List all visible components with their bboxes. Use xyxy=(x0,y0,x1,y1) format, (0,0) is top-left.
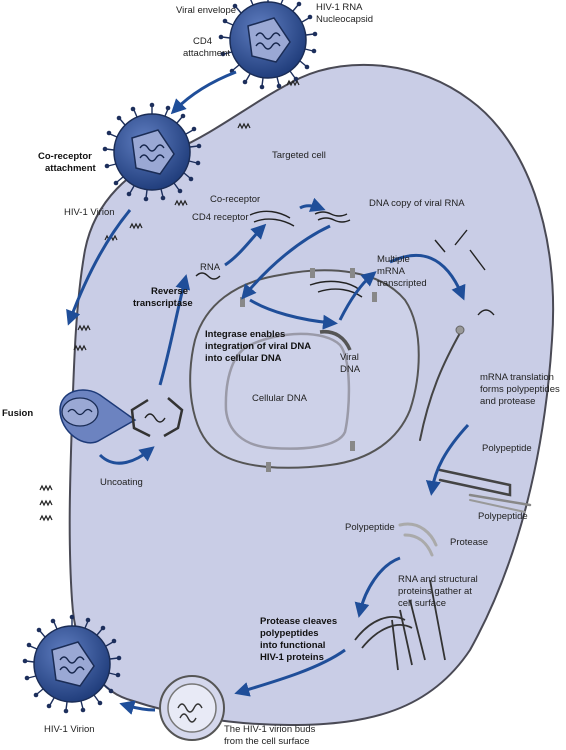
nuclear-pores xyxy=(240,268,377,472)
label-protease: Protease xyxy=(450,537,488,548)
label-buds-1: The HIV-1 virion buds xyxy=(224,724,316,735)
label-multiple-mrna-3: transcripted xyxy=(377,278,427,289)
label-coreceptor-attachment-1: Co-receptor xyxy=(38,151,92,162)
label-hiv1-virion-bottom: HIV-1 Virion xyxy=(44,724,95,735)
label-rna-structural-2: proteins gather at xyxy=(398,586,472,597)
assembly-site xyxy=(354,579,446,671)
label-viral-dna-1: Viral xyxy=(340,352,359,363)
label-rna-structural-3: cell surface xyxy=(398,598,446,609)
label-cd4-attachment-2: attachment xyxy=(183,48,230,59)
cellular-dna xyxy=(224,332,351,450)
label-protease-cleaves-2: polypeptides xyxy=(260,628,319,639)
label-cd4-attachment-1: CD4 xyxy=(193,36,212,47)
label-rna-structural-1: RNA and structural xyxy=(398,574,478,585)
label-mrna-translation-3: and protease xyxy=(480,396,535,407)
label-protease-cleaves-4: HIV-1 proteins xyxy=(260,652,324,663)
fusion-virion xyxy=(59,389,137,444)
flow-arrows xyxy=(66,70,470,715)
label-integrase-2: integration of viral DNA xyxy=(205,341,311,352)
label-mrna-translation-1: mRNA translation xyxy=(480,372,554,383)
label-integrase-1: Integrase enables xyxy=(205,329,285,340)
label-integrase-3: into cellular DNA xyxy=(205,353,282,364)
label-mrna-translation-2: forms polypeptides xyxy=(480,384,560,395)
nucleus-envelope xyxy=(189,269,420,469)
label-hiv1-virion-top: HIV-1 Virion xyxy=(64,207,115,218)
label-buds-2: from the cell surface xyxy=(224,736,310,747)
label-protease-cleaves-1: Protease cleaves xyxy=(260,616,337,627)
polypeptides xyxy=(398,325,532,557)
label-protease-cleaves-3: into functional xyxy=(260,640,325,651)
label-rna: RNA xyxy=(200,262,221,273)
label-fusion: Fusion xyxy=(2,408,33,419)
label-polypeptide-left: Polypeptide xyxy=(345,522,395,533)
uncoating-capsid xyxy=(130,397,184,438)
budding-virion xyxy=(159,675,225,741)
label-polypeptide-right-bottom: Polypeptide xyxy=(478,511,528,522)
label-dna-copy: DNA copy of viral RNA xyxy=(369,198,465,209)
label-cd4-receptor: CD4 receptor xyxy=(192,212,249,223)
label-multiple-mrna-2: mRNA xyxy=(377,266,406,277)
label-coreceptor: Co-receptor xyxy=(210,194,260,205)
viral-dna-segment xyxy=(319,329,352,351)
label-multiple-mrna-1: Multiple xyxy=(377,254,410,265)
label-coreceptor-attachment-2: attachment xyxy=(45,163,97,174)
label-polypeptide-right-top: Polypeptide xyxy=(482,443,532,454)
label-nucleocapsid: Nucleocapsid xyxy=(316,14,373,25)
label-uncoating: Uncoating xyxy=(100,477,143,488)
label-hiv1-rna: HIV-1 RNA xyxy=(316,2,363,13)
label-reverse-transcriptase-2: transcriptase xyxy=(133,298,193,309)
label-viral-envelope: Viral envelope xyxy=(176,5,236,16)
label-reverse-transcriptase-1: Reverse xyxy=(151,286,188,297)
label-cellular-dna: Cellular DNA xyxy=(252,393,308,404)
label-viral-dna-2: DNA xyxy=(340,364,361,375)
rna-strands xyxy=(195,210,495,316)
label-targeted-cell: Targeted cell xyxy=(272,150,326,161)
